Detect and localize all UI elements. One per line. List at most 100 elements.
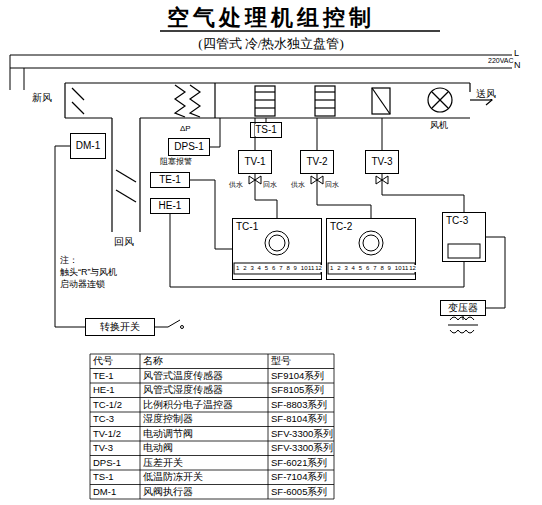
table-cell: 电动阀 bbox=[143, 443, 173, 453]
terminal-number: 10 bbox=[301, 265, 308, 272]
controller-dial bbox=[234, 231, 480, 274]
component-label: TC-2 bbox=[330, 221, 352, 233]
component-box: TV-2 bbox=[300, 150, 334, 174]
power-line bbox=[10, 68, 512, 69]
table-grid bbox=[90, 484, 334, 485]
air-duct bbox=[255, 86, 275, 116]
table-cell: 代号 bbox=[93, 356, 113, 366]
terminal-number: 2 bbox=[243, 265, 246, 272]
annotation: 新风 bbox=[32, 92, 52, 103]
annotation: 阻塞报警 bbox=[160, 158, 192, 167]
component-label: TV-2 bbox=[306, 156, 327, 168]
transformer-symbol bbox=[450, 317, 474, 320]
control-wire bbox=[190, 180, 232, 249]
air-duct bbox=[315, 99, 335, 100]
controller-dial bbox=[265, 231, 289, 255]
diagram-title: 空气处理机组控制 bbox=[0, 3, 542, 33]
terminal-number: 3 bbox=[344, 265, 347, 272]
component-box: DPS-1 bbox=[168, 138, 210, 156]
table-cell: SF-6005系列 bbox=[271, 487, 327, 497]
air-duct bbox=[255, 107, 275, 108]
air-duct bbox=[65, 82, 470, 83]
terminal-number: 3 bbox=[250, 265, 253, 272]
air-duct bbox=[190, 85, 200, 117]
table-cell: 风管式温度传感器 bbox=[143, 371, 223, 381]
annotation: 触头“R”与风机 bbox=[60, 268, 118, 278]
table-cell: 电动调节阀 bbox=[143, 429, 193, 439]
terminal-number: 11 bbox=[308, 265, 314, 272]
switch-symbol bbox=[155, 327, 168, 328]
table-grid bbox=[90, 354, 334, 499]
table-grid bbox=[90, 354, 334, 355]
component-label: TS-1 bbox=[255, 124, 277, 136]
power-line bbox=[10, 55, 512, 56]
title-underline bbox=[160, 30, 440, 32]
table-cell: 名称 bbox=[143, 356, 163, 366]
air-duct bbox=[315, 91, 335, 92]
terminal-number: 5 bbox=[359, 265, 362, 272]
power-line bbox=[10, 55, 11, 90]
valve-symbol bbox=[210, 118, 388, 184]
table-grid bbox=[90, 455, 334, 456]
terminal-number: 1 bbox=[330, 265, 333, 272]
switch-symbol bbox=[155, 320, 184, 329]
terminal-number: 8 bbox=[286, 265, 289, 272]
table-cell: TV-3 bbox=[93, 443, 113, 453]
table-cell: TC-1/2 bbox=[93, 400, 122, 410]
table-grid bbox=[90, 368, 334, 369]
terminal-number: 6 bbox=[272, 265, 275, 272]
terminal-number: 4 bbox=[352, 265, 355, 272]
air-duct bbox=[65, 83, 492, 232]
annotation: 送风 bbox=[476, 88, 496, 99]
table-cell: 低温防冻开关 bbox=[143, 472, 203, 482]
diagram-subtitle: (四管式 冷/热水独立盘管) bbox=[0, 35, 542, 53]
table-cell: SFV-3300系列 bbox=[271, 429, 333, 439]
table-grid bbox=[90, 354, 91, 499]
table-cell: HE-1 bbox=[93, 385, 115, 395]
air-duct bbox=[65, 117, 112, 118]
air-duct bbox=[111, 118, 112, 232]
terminal-number: 7 bbox=[279, 265, 282, 272]
air-duct bbox=[432, 92, 448, 108]
air-duct bbox=[139, 118, 140, 232]
component-box: TE-1 bbox=[150, 172, 190, 188]
component-label: HE-1 bbox=[159, 200, 182, 212]
component-box: TS-1 bbox=[250, 122, 282, 138]
transformer-symbol bbox=[463, 316, 464, 320]
switch-symbol bbox=[168, 320, 180, 327]
annotation: L bbox=[514, 49, 519, 59]
annotation: 220VAC bbox=[488, 57, 514, 65]
annotation: 供水 bbox=[291, 181, 305, 189]
air-duct bbox=[214, 83, 215, 118]
controller-dial bbox=[359, 231, 383, 255]
terminal-number: 10 bbox=[395, 265, 402, 272]
switch-symbol bbox=[181, 326, 184, 329]
annotation: 注： bbox=[60, 256, 78, 266]
table-grid bbox=[90, 383, 334, 384]
valve-symbol bbox=[382, 118, 383, 150]
table-grid bbox=[90, 397, 334, 398]
terminal-number: 5 bbox=[265, 265, 268, 272]
table-cell: SF-7104系列 bbox=[271, 472, 327, 482]
component-box: 转换开关 bbox=[85, 318, 155, 336]
terminal-number: 12 bbox=[409, 265, 416, 272]
component-label: DM-1 bbox=[76, 140, 100, 152]
component-box: HE-1 bbox=[150, 198, 190, 214]
component-box: TV-3 bbox=[365, 150, 399, 174]
air-duct bbox=[470, 99, 492, 100]
component-box: TV-1 bbox=[238, 150, 272, 174]
table-cell: 湿度控制器 bbox=[143, 414, 193, 424]
annotation: 供水 bbox=[229, 181, 243, 189]
table-cell: 型号 bbox=[271, 356, 291, 366]
terminal-number: 8 bbox=[380, 265, 383, 272]
air-duct bbox=[432, 92, 448, 108]
table-cell: SF-8803系列 bbox=[271, 400, 327, 410]
terminal-number: 9 bbox=[294, 265, 297, 272]
component-box: DM-1 bbox=[70, 133, 106, 159]
terminal-number: 1 bbox=[236, 265, 239, 272]
table-cell: TC-3 bbox=[93, 414, 114, 424]
annotation: N bbox=[514, 61, 521, 71]
table-cell: DPS-1 bbox=[93, 458, 121, 468]
table-grid bbox=[90, 426, 334, 427]
terminal-number: 2 bbox=[337, 265, 340, 272]
